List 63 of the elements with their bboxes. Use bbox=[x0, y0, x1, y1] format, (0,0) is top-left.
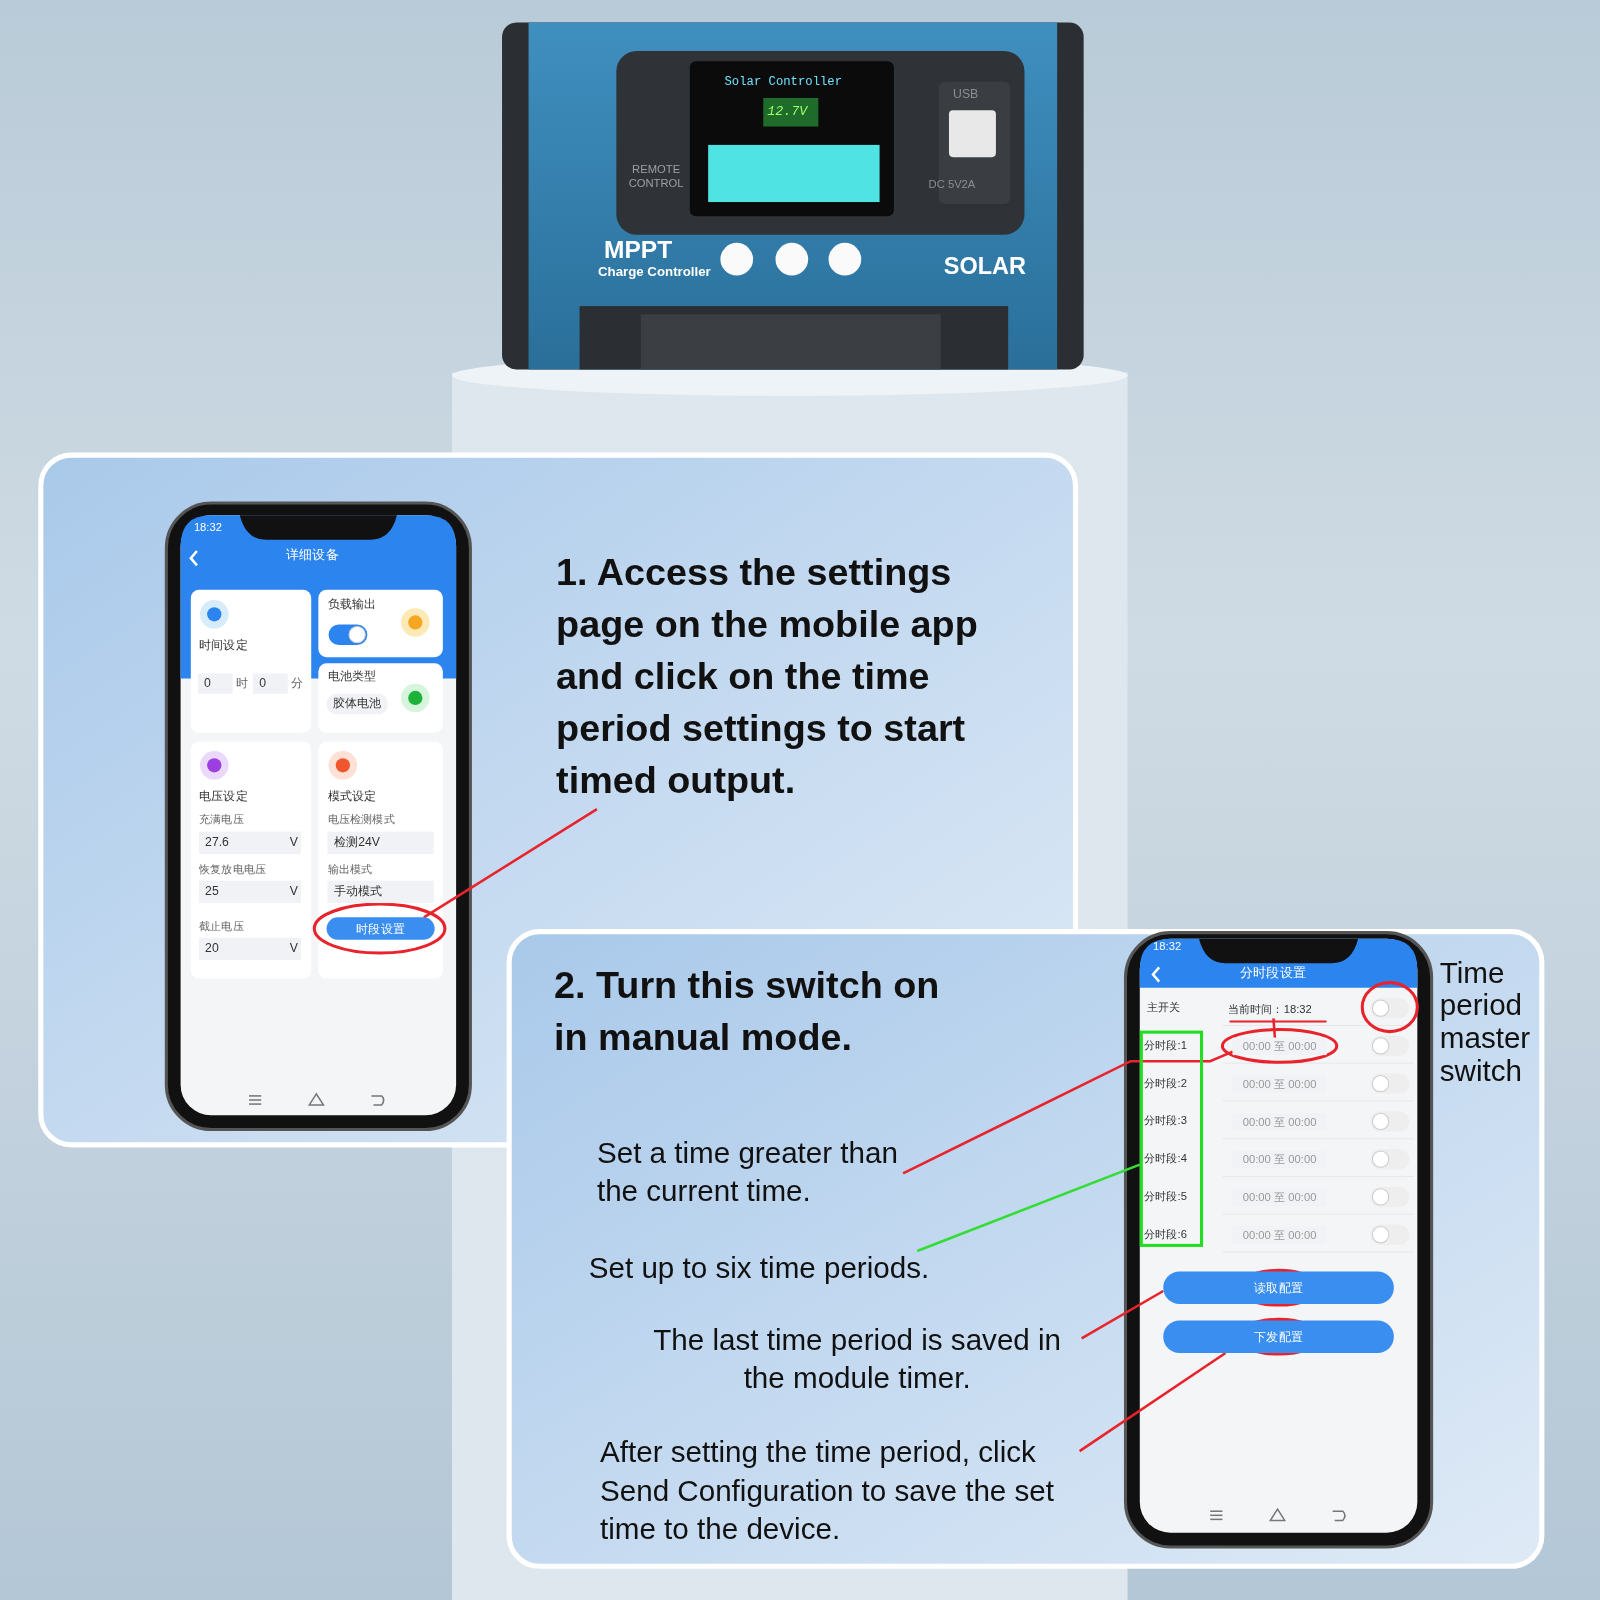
button: 时段设置 bbox=[326, 917, 435, 940]
input-field: 手动模式 bbox=[327, 880, 434, 904]
unit-label: 时 bbox=[235, 676, 248, 691]
panel-text: SOLAR bbox=[943, 253, 1026, 281]
leader-line bbox=[916, 1163, 1141, 1253]
input-field: 00:00 至 00:00 bbox=[1232, 1188, 1327, 1207]
row-label: 分时段:5 bbox=[1143, 1189, 1187, 1203]
highlight-box bbox=[1139, 1030, 1204, 1247]
row-label: 分时段:3 bbox=[1143, 1114, 1187, 1128]
instruction-text: 2. Turn this switch on in manual mode. bbox=[554, 963, 941, 1061]
value-chip: 胶体电池 bbox=[326, 693, 388, 715]
unit-label: 分 bbox=[290, 676, 304, 691]
field-label: 输出模式 bbox=[327, 863, 373, 877]
leader-line bbox=[1078, 1352, 1227, 1453]
annotation-text: Time period master switch bbox=[1439, 957, 1532, 1088]
input-field: 00:00 至 00:00 bbox=[1232, 1151, 1327, 1169]
status-time: 18:32 bbox=[1153, 939, 1182, 953]
input-field: 检测24V bbox=[327, 831, 434, 855]
instruction-text: After setting the time period, click Send Configuration to save the set time to the device. bbox=[600, 1433, 1080, 1550]
button: 下发配置 bbox=[1163, 1320, 1394, 1354]
panel-text: REMOTE CONTROL bbox=[627, 163, 685, 190]
card-title: 电池类型 bbox=[327, 669, 377, 684]
instruction-text: Set up to six time periods. bbox=[588, 1251, 967, 1288]
field-label: 恢复放电电压 bbox=[199, 863, 267, 877]
unit-label: V bbox=[289, 884, 298, 899]
instruction-text: Set a time greater than the current time. bbox=[596, 1134, 904, 1213]
input-field: 00:00 至 00:00 bbox=[1232, 1075, 1327, 1093]
voltage-reading: 12.7V bbox=[767, 105, 808, 121]
panel-text: Charge Controller bbox=[597, 264, 711, 280]
row-label: 分时段:4 bbox=[1143, 1152, 1187, 1165]
unit-label: V bbox=[289, 835, 298, 850]
card-title: 时间设定 bbox=[199, 638, 248, 653]
panel-text: DC 5V2A bbox=[928, 177, 976, 191]
row-label: 分时段:1 bbox=[1143, 1038, 1187, 1052]
instruction-text: The last time period is saved in the module timer. bbox=[632, 1321, 1082, 1399]
row-label: 分时段:6 bbox=[1143, 1227, 1187, 1241]
panel-text: MPPT bbox=[604, 235, 673, 264]
input-field: 00:00 至 00:00 bbox=[1232, 1037, 1327, 1056]
instruction-text: 1. Access the settings page on the mobile app and click on the time period settings to start timed output. bbox=[556, 545, 1036, 810]
card-title: 负载输出 bbox=[327, 597, 377, 613]
leader-line bbox=[423, 808, 598, 919]
button: 读取配置 bbox=[1163, 1271, 1394, 1305]
status-time: 18:32 bbox=[193, 520, 222, 534]
row-label: 主开关 bbox=[1146, 1001, 1181, 1014]
current-time-text: 当前时间：18:32 bbox=[1227, 1002, 1330, 1019]
card-title: 电压设定 bbox=[199, 789, 248, 804]
leader-line bbox=[902, 1050, 1234, 1175]
input-field: 00:00 至 00:00 bbox=[1232, 1113, 1327, 1131]
screen-title: 分时段设置 bbox=[1239, 965, 1307, 981]
field-label: 电压检测模式 bbox=[327, 813, 395, 827]
card-title: 模式设定 bbox=[327, 789, 377, 804]
field-label: 充满电压 bbox=[199, 813, 244, 827]
screen-title: 详细设备 bbox=[285, 547, 339, 564]
input-field: 00:00 至 00:00 bbox=[1232, 1226, 1327, 1244]
panel-text: USB bbox=[953, 87, 979, 102]
row-label: 分时段:2 bbox=[1143, 1076, 1187, 1090]
input-field: 0 bbox=[197, 673, 233, 694]
leader-line bbox=[1272, 1018, 1277, 1038]
screen-text: Solar Controller bbox=[724, 75, 843, 90]
field-label: 截止电压 bbox=[199, 919, 244, 933]
input-field: 0 bbox=[253, 673, 288, 694]
unit-label: V bbox=[289, 941, 298, 956]
leader-line bbox=[1081, 1289, 1164, 1340]
